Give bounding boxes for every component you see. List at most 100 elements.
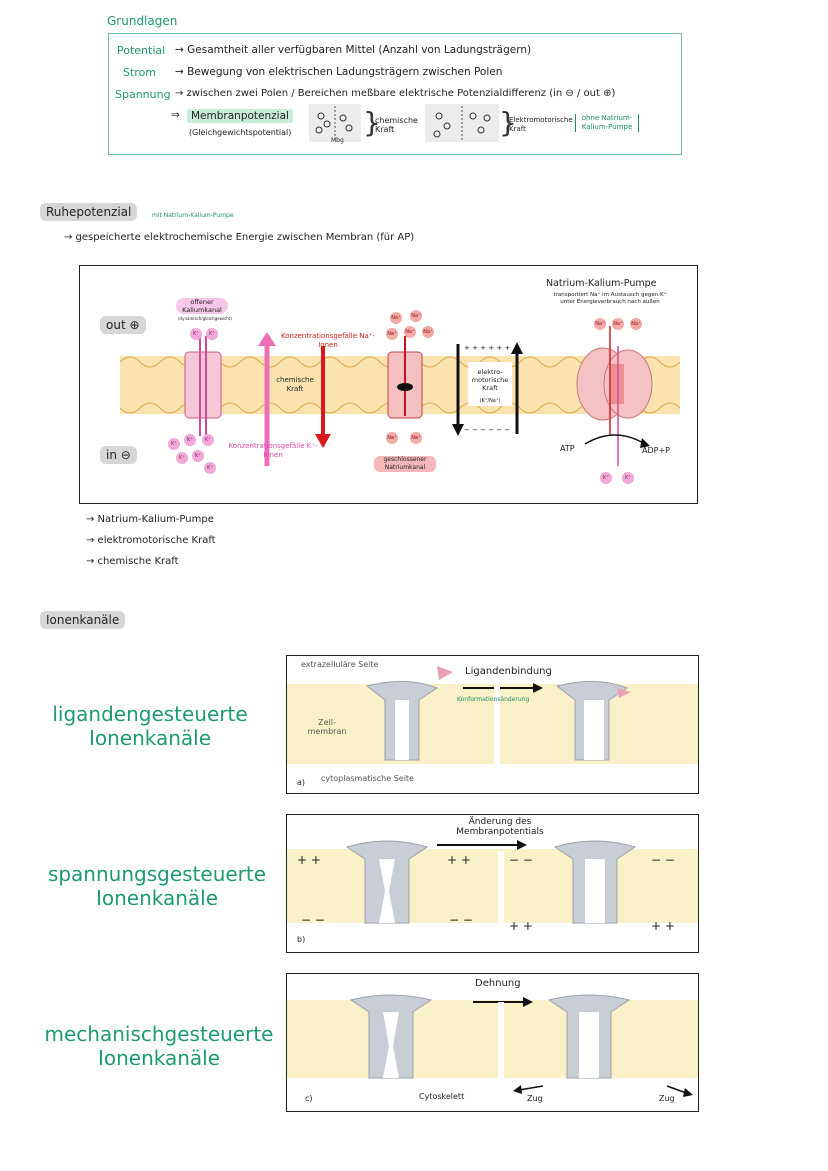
offener-sub-label: (dynamisch/gleichgewicht) [178, 316, 232, 321]
aenderung-label: Änderung des Membranpotentials [456, 817, 544, 837]
cytoskelett-label: Cytoskelett [419, 1092, 465, 1101]
minus-mid: − − [449, 913, 473, 927]
k-ion: K⁺ [206, 328, 218, 340]
plus-left: + + [297, 853, 321, 867]
zug-right-label: Zug [659, 1094, 675, 1103]
k-ion: K⁺ [192, 450, 204, 462]
pump-na-ion: Na⁺ [594, 318, 606, 330]
in-label: in ⊖ [100, 446, 137, 464]
k-ion: K⁺ [176, 452, 188, 464]
brace-2: } [499, 106, 517, 139]
mini-diagram-elektro [425, 104, 499, 142]
bullet-chemisch: → chemische Kraft [86, 556, 179, 567]
ionenkanaele-heading: Ionenkanäle [40, 611, 126, 629]
plus-mid: + + [447, 853, 471, 867]
mini-membran-label: Mbg [331, 137, 344, 144]
panel-a-bottom [287, 764, 698, 793]
ruhepotenzial-note: mit Natrium-Kalium-Pumpe [152, 212, 234, 219]
na-ion: Na⁺ [386, 432, 398, 444]
plus-charges: + + + + + + [464, 344, 511, 352]
def-spannung: → zwischen zwei Polen / Bereichen meßbar… [175, 88, 616, 99]
pumpe-title: Natrium-Kalium-Pumpe [546, 278, 657, 289]
zellmembran-label: Zell-membran [307, 718, 347, 736]
panel-a-top [287, 656, 698, 684]
k-ion: K⁺ [168, 438, 180, 450]
plus-far-right: + + [651, 919, 675, 933]
panel-a-letter: a) [297, 778, 306, 787]
cytoplasma-label: cytoplasmatische Seite [321, 774, 414, 783]
ligandenbindung-label: Ligandenbindung [465, 666, 552, 677]
out-label: out ⊕ [100, 316, 146, 334]
bullet-elektromotorisch: → elektromotorische Kraft [86, 535, 216, 546]
minus-right-top: − − [509, 853, 533, 867]
dehnung-label: Dehnung [475, 978, 521, 989]
mini-diagram-chemisch [309, 104, 361, 142]
elektromotorische-kraft-mini: Elektromotorische Kraft [509, 116, 573, 133]
k-ion: K⁺ [184, 434, 196, 446]
panel-mechanisch: Dehnung c) Cytoskelett Zug Zug [286, 973, 699, 1112]
ruhepotenzial-heading: Ruhepotenzial [40, 203, 138, 221]
em-sub-label: (K⁺/Na⁺) [479, 398, 501, 404]
grundlagen-heading: Grundlagen [107, 14, 178, 28]
panel-c-bottom [287, 1078, 698, 1111]
brace-1: } [363, 106, 381, 139]
na-gefaelle-label: Konzentrationsgefälle Na⁺-Ionen [280, 332, 376, 349]
gleichgewicht-label: (Gleichgewichtspotential) [189, 128, 292, 137]
panel-spannung: Änderung des Membranpotentials + + + + −… [286, 814, 699, 953]
k-ion: K⁺ [204, 462, 216, 474]
def-strom: → Bewegung von elektrischen Ladungsträge… [175, 66, 503, 78]
geschlossener-natriumkanal-label: geschlossener Natriumkanal [374, 456, 436, 472]
na-ion: Na⁺ [410, 310, 422, 322]
k-ion: K⁺ [190, 328, 202, 340]
bullet-pumpe: → Natrium-Kalium-Pumpe [86, 514, 214, 525]
na-ion: Na⁺ [422, 326, 434, 338]
k-gefaelle-label: Konzentrationsgefälle K⁺-Ionen [228, 442, 318, 459]
plus-right-bottom: + + [509, 919, 533, 933]
k-ion: K⁺ [202, 434, 214, 446]
minus-left: − − [301, 913, 325, 927]
adp-label: ADP+P [642, 446, 670, 455]
implies-arrow: ⇒ [171, 109, 180, 121]
spannung-label: spannungsgesteuerte Ionenkanäle [47, 862, 267, 910]
ruhepotenzial-diagram: out ⊕ in ⊖ offener Kaliumkanal (dynamisc… [79, 265, 698, 504]
na-ion: Na⁺ [410, 432, 422, 444]
atp-label: ATP [560, 444, 575, 453]
panel-b-svg [345, 840, 637, 925]
chemische-kraft-mini: chemische Kraft [375, 116, 418, 134]
membranpotenzial-label: Membranpotenzial [187, 109, 293, 123]
mini-diagram-elektro-svg [433, 106, 491, 140]
pump-na-ion: Na⁺ [630, 318, 642, 330]
pump-na-ion: Na⁺ [612, 318, 624, 330]
ligand-label: ligandengesteuerte Ionenkanäle [52, 702, 248, 750]
minus-charges: − − − − − − [464, 426, 511, 434]
mini-diagram-chemisch-svg [315, 106, 353, 140]
term-strom: Strom [123, 66, 157, 79]
panel-c-letter: c) [305, 1094, 313, 1103]
konformation-label: Konformationsänderung [457, 696, 530, 703]
elektromotorische-kraft-label: elektro-motorische Kraft [471, 368, 509, 392]
ohne-pumpe-label: ohne Natrium-Kalium-Pumpe [575, 114, 639, 132]
offener-kaliumkanal-label: offener Kaliumkanal [176, 298, 228, 314]
panel-c-svg [349, 994, 693, 1097]
extrazellulaer-label: extrazelluläre Seite [301, 660, 379, 669]
def-potential: → Gesamtheit aller verfügbaren Mittel (A… [175, 44, 532, 56]
chemische-kraft-label: chemische Kraft [276, 376, 314, 393]
panel-b-top [287, 815, 698, 849]
panel-ligand: extrazelluläre Seite Ligandenbindung Kon… [286, 655, 699, 794]
membrane-svg [119, 326, 681, 466]
pumpe-desc: transportiert Na⁺ im Austausch gegen K⁺ … [553, 292, 667, 305]
ruhepotenzial-definition: → gespeicherte elektrochemische Energie … [64, 232, 415, 243]
zug-left-label: Zug [527, 1094, 543, 1103]
panel-a-svg [365, 666, 631, 766]
panel-c-top [287, 974, 698, 1000]
grundlagen-box: Potential → Gesamtheit aller verfügbaren… [108, 33, 682, 155]
pump-k-ion: K⁺ [600, 472, 612, 484]
term-potential: Potential [117, 44, 166, 57]
na-ion: Na⁺ [390, 312, 402, 324]
na-ion: Na⁺ [404, 326, 416, 338]
pump-k-ion: K⁺ [622, 472, 634, 484]
panel-b-bottom [287, 923, 698, 952]
term-spannung: Spannung [115, 88, 171, 101]
na-ion: Na⁺ [386, 328, 398, 340]
mechanisch-label: mechanischgesteuerte Ionenkanäle [44, 1022, 274, 1070]
